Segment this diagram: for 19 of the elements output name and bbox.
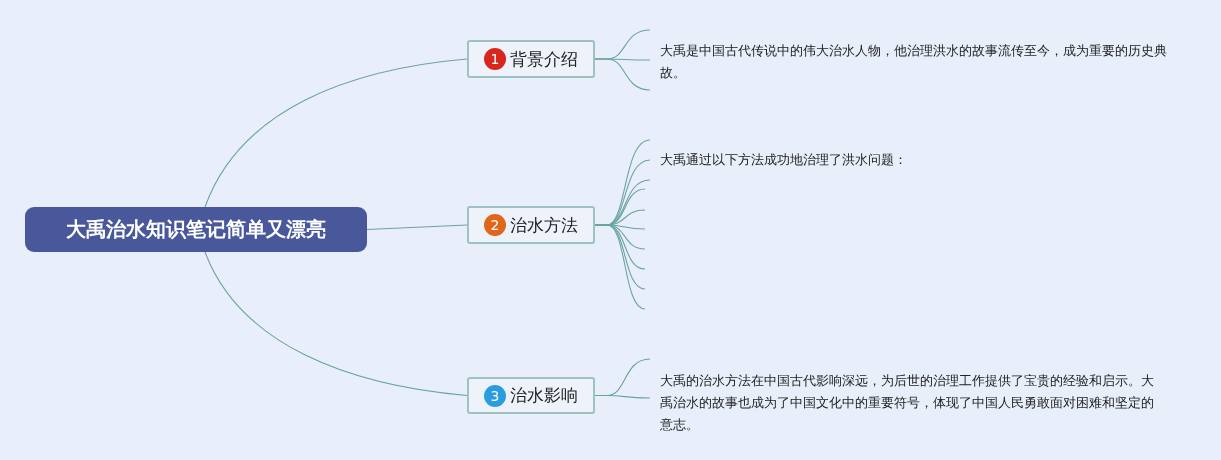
connector-line — [594, 394, 651, 399]
topic-box — [467, 377, 595, 414]
note-text: 大禹是中国古代传说中的伟大治水人物，他治理洪水的故事流传至今，成为重要的历史典故。 — [650, 40, 1170, 84]
number-badge: 3 — [484, 384, 506, 407]
connector-line — [594, 224, 646, 310]
topic-label: 背景介绍 — [510, 47, 578, 71]
topic-label: 治水影响 — [510, 384, 578, 407]
connector-line — [204, 251, 468, 397]
note-text: 大禹通过以下方法成功地治理了洪水问题： — [650, 149, 1170, 171]
topic-label: 治水方法 — [510, 213, 578, 237]
connector-line — [594, 58, 651, 91]
connector-line — [366, 224, 468, 231]
number-badge: 1 — [484, 48, 506, 70]
topic-box — [467, 206, 595, 244]
central-topic-box: 大禹治水知识笔记简单又漂亮 — [25, 207, 367, 252]
topic-box — [467, 40, 595, 78]
number-badge: 2 — [484, 214, 506, 236]
connector-line — [204, 58, 468, 208]
note-text: 大禹的治水方法在中国古代影响深远，为后世的治理工作提供了宝贵的经验和启示。大禹治水的故事也成为了中国文化中的重要符号，体现了中国人民勇敢面对困难和坚定的意志。 — [650, 370, 1160, 436]
